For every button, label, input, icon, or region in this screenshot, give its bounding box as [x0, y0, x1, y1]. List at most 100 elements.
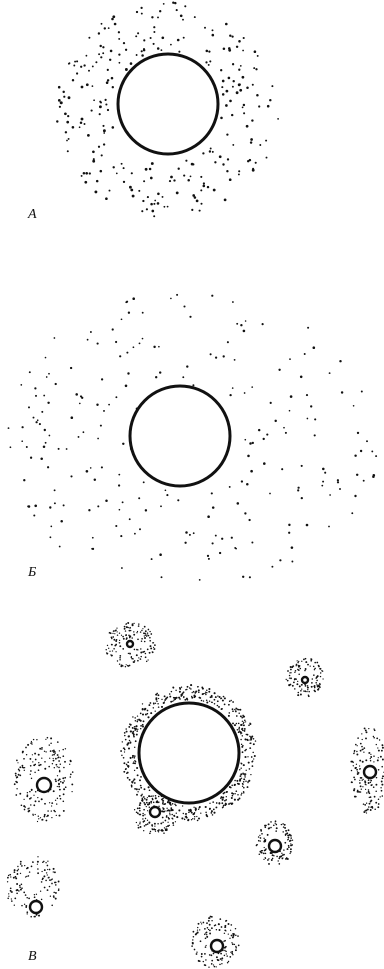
panel-v-halo-dot	[241, 724, 243, 726]
panel-v-cluster-5-dot	[374, 796, 376, 798]
panel-v-halo-dot	[241, 717, 243, 719]
panel-v-halo-dot	[248, 780, 250, 782]
panel-b-dot	[236, 323, 238, 325]
panel-v-cluster-3-dot	[21, 804, 23, 806]
panel-v-cluster-3-dot	[51, 802, 53, 804]
panel-v-cluster-7-dot	[51, 883, 53, 885]
panel-v-halo-dot	[253, 758, 254, 759]
panel-v-cluster-8-dot	[199, 929, 200, 930]
panel-b-dot	[37, 419, 39, 421]
panel-v-halo-dot	[185, 813, 187, 815]
panel-v-cluster-3-dot	[23, 799, 24, 800]
panel-a-dot	[247, 160, 249, 162]
panel-v-cluster-5-dot	[370, 754, 371, 755]
panel-b-dot	[249, 576, 251, 578]
panel-b-dot	[229, 394, 231, 396]
panel-a-dot	[229, 100, 232, 103]
panel-v-cluster-1-dot	[124, 626, 126, 628]
panel-v-cluster-7-dot	[8, 893, 9, 894]
panel-v-cluster-6-dot	[288, 837, 290, 839]
panel-v-cluster-3-dot	[59, 778, 61, 780]
panel-b-dot	[125, 385, 128, 388]
panel-v-halo-dot	[251, 761, 253, 763]
panel-v-cluster-7-dot	[20, 889, 22, 891]
panel-a-dot	[105, 103, 107, 105]
panel-v-halo-dot	[244, 719, 246, 721]
panel-v-halo-dot	[243, 792, 244, 793]
panel-b-dot	[208, 558, 210, 560]
panel-v-halo-dot	[213, 812, 215, 814]
panel-v-cluster-8-dot	[218, 924, 220, 926]
panel-v-cluster-4-dot	[172, 809, 174, 811]
panel-a-dot	[183, 37, 185, 39]
panel-a-dot	[251, 119, 253, 121]
panel-a-dot	[100, 56, 102, 58]
panel-a-dot	[238, 40, 241, 43]
panel-v-halo-dot	[234, 799, 236, 801]
panel-v-halo-dot	[125, 728, 127, 730]
panel-v-cluster-4-dot	[153, 828, 155, 830]
panel-v-cluster-7-dot	[41, 881, 43, 883]
panel-v-cluster-1-dot	[140, 652, 142, 654]
panel-v-cluster-6-dot	[281, 824, 282, 825]
panel-v-halo-dot	[239, 709, 241, 711]
panel-v-cluster-3-dot	[24, 809, 26, 811]
panel-a-dot	[125, 49, 127, 51]
panel-v-cluster-4-dot	[169, 814, 170, 815]
panel-v-cluster-8-dot	[193, 931, 195, 933]
panel-b-dot	[361, 391, 363, 393]
panel-v-halo-dot	[244, 750, 246, 752]
panel-v-cluster-1-dot	[114, 630, 116, 632]
panel-b-dot	[160, 505, 162, 507]
panel-b-dot	[372, 475, 375, 478]
panel-v-cluster-4-dot	[173, 815, 174, 816]
panel-v-cluster-2-dot	[305, 685, 307, 687]
panel-b-dot	[231, 537, 233, 539]
panel-v-cluster-7-dot	[16, 892, 18, 894]
panel-v-halo-dot	[178, 697, 180, 699]
panel-v-halo-dot	[164, 695, 166, 697]
panel-v-cluster-7-dot	[19, 887, 21, 889]
panel-b-dot	[240, 324, 242, 326]
panel-v-halo-dot	[245, 721, 246, 722]
panel-b-dot	[23, 479, 25, 481]
panel-v-cluster-1-dot	[126, 626, 128, 628]
panel-a-dot	[238, 170, 240, 172]
panel-v-halo-dot	[200, 813, 201, 814]
panel-v-halo-dot	[122, 741, 123, 742]
panel-v-cluster-2-dot	[310, 665, 311, 666]
panel-v-cluster-2-dot	[314, 668, 316, 670]
panel-v-cluster-8-dot	[211, 920, 212, 921]
panel-v-cluster-7-dot	[21, 883, 23, 885]
panel-b-dot	[211, 492, 213, 494]
panel-v-halo-dot	[242, 784, 243, 785]
panel-v-cluster-3-dot	[22, 765, 24, 767]
panel-a-dot	[207, 186, 209, 188]
panel-b-dot	[133, 346, 135, 348]
panel-a-dot	[256, 94, 259, 97]
panel-a-dot	[204, 27, 206, 29]
panel-b-dot	[8, 427, 10, 429]
panel-v-halo-dot	[136, 767, 138, 769]
panel-b-dot	[43, 446, 46, 449]
panel-b-dot	[142, 338, 144, 340]
panel-v-cluster-1-dot	[132, 623, 134, 625]
panel-v-halo-dot	[237, 729, 239, 731]
panel-v-cluster-4-dot	[165, 820, 167, 822]
panel-v-cluster-5-dot	[361, 746, 363, 748]
panel-v-halo-dot	[230, 803, 231, 804]
panel-a-dot	[227, 158, 229, 160]
panel-b-dot	[186, 365, 188, 367]
panel-v-cluster-7-dot	[49, 869, 51, 871]
panel-v-cluster-8-dot	[224, 929, 226, 931]
panel-b-dot	[324, 472, 326, 474]
panel-b-dot	[94, 478, 96, 480]
panel-v-cluster-3-dot	[42, 819, 44, 821]
panel-b-dot	[176, 294, 178, 296]
panel-v-halo-dot	[158, 706, 160, 708]
panel-v-cluster-8-dot	[228, 933, 229, 934]
panel-v-halo-dot	[232, 795, 234, 797]
panel-v-cluster-1-dot	[115, 644, 117, 646]
panel-a-central-circle	[118, 54, 218, 154]
panel-a-dot	[232, 36, 234, 38]
